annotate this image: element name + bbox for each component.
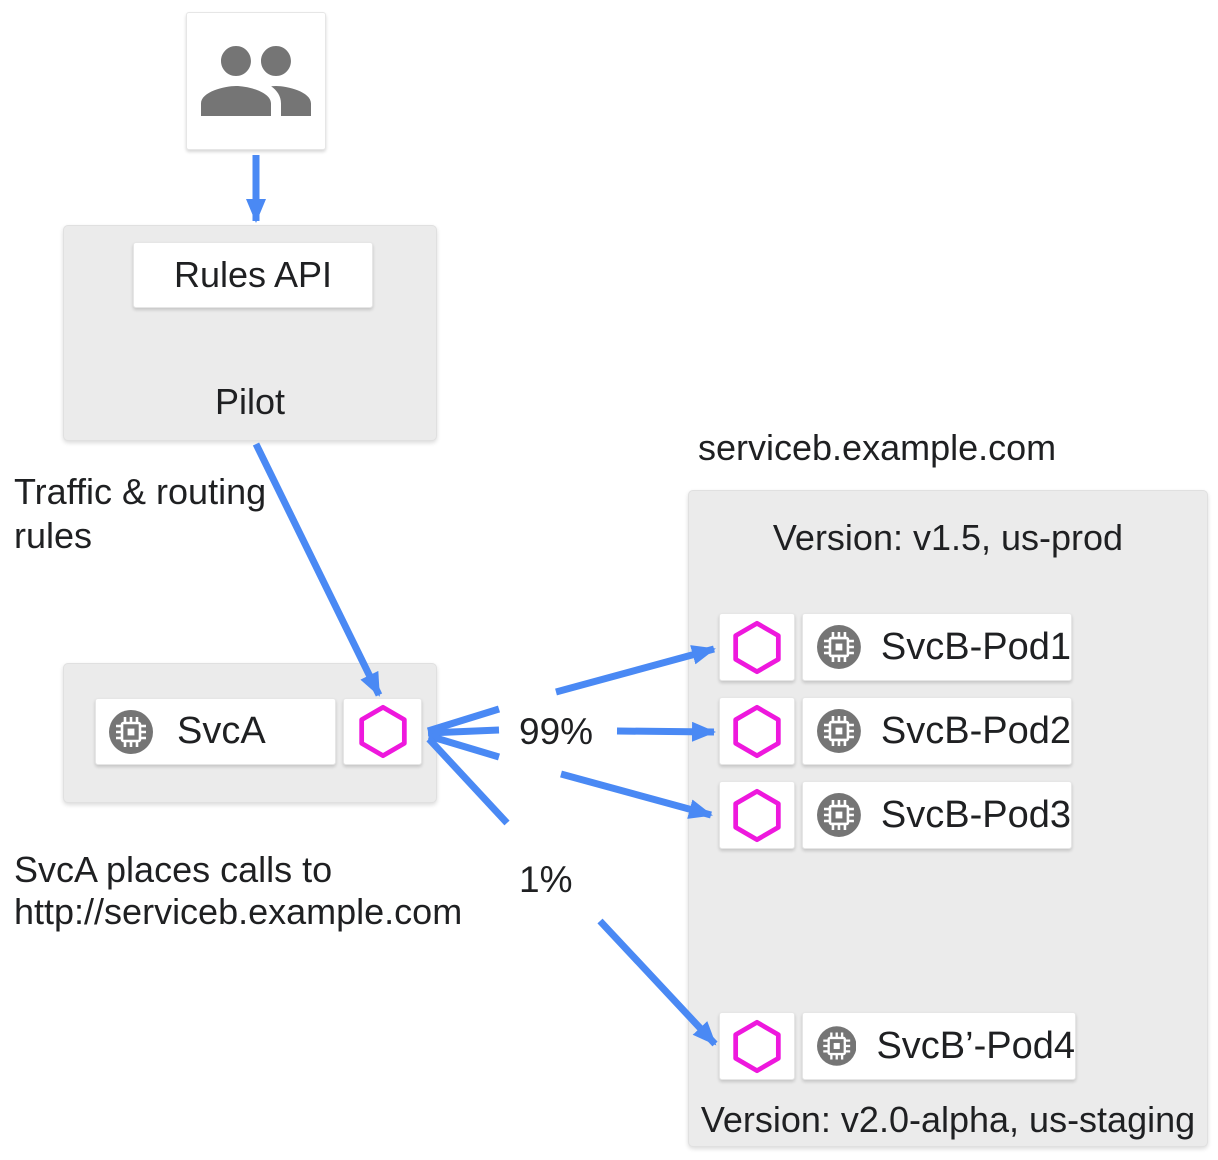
pod1-box: SvcB-Pod1 <box>802 613 1072 681</box>
pod3-label: SvcB-Pod3 <box>880 793 1071 836</box>
svca-label: SvcA <box>177 710 266 752</box>
traffic-rules-line2: rules <box>14 515 93 556</box>
users-box <box>186 12 326 150</box>
svca-proxy-box <box>343 698 422 765</box>
pod4-label: SvcB’-Pod4 <box>876 1024 1075 1067</box>
svca-calls-line2: http://serviceb.example.com <box>14 891 463 932</box>
pod4-proxy-box <box>719 1012 795 1080</box>
pod-row-svcb-pod4: SvcB’-Pod4 <box>719 1012 1076 1080</box>
pod3-proxy-box <box>719 781 795 849</box>
pod4-box: SvcB’-Pod4 <box>802 1012 1076 1080</box>
workload-chip-icon <box>817 709 861 753</box>
arrow-proxy-to-pod2-a <box>427 726 500 737</box>
workload-chip-icon <box>109 709 153 754</box>
staging-version-label: Version: v2.0-alpha, us-staging <box>700 1099 1196 1140</box>
svca-box: SvcA <box>95 698 336 765</box>
proxy-hexagon-icon <box>733 788 781 842</box>
workload-chip-icon <box>817 1026 857 1066</box>
proxy-hexagon-icon <box>733 620 781 674</box>
prod-version-label: Version: v1.5, us-prod <box>772 517 1124 558</box>
arrow-pilot-to-proxy <box>252 442 383 697</box>
rules-api-label: Rules API <box>173 254 333 295</box>
pod-row-svcb-pod2: SvcB-Pod2 <box>719 697 1072 765</box>
workload-chip-icon <box>817 793 861 837</box>
svca-calls-line1: SvcA places calls to <box>14 849 333 890</box>
users-icon <box>201 46 311 116</box>
arrow-proxy-to-pod4-a <box>426 736 510 826</box>
workload-chip-icon <box>817 625 861 669</box>
pod3-box: SvcB-Pod3 <box>802 781 1072 849</box>
weight-minor-label: 1% <box>519 859 573 900</box>
serviceb-hostname: serviceb.example.com <box>698 427 1057 468</box>
pod2-label: SvcB-Pod2 <box>880 709 1071 752</box>
pod1-proxy-box <box>719 613 795 681</box>
pod2-box: SvcB-Pod2 <box>802 697 1072 765</box>
proxy-hexagon-icon <box>733 704 781 758</box>
arrow-proxy-to-pod1-a <box>426 705 501 735</box>
proxy-hexagon-icon <box>358 704 407 759</box>
svca-calls-note: SvcA places calls to http://serviceb.exa… <box>14 849 462 933</box>
pilot-label: Pilot <box>214 381 286 422</box>
arrow-proxy-to-pod3-a <box>427 732 501 761</box>
traffic-rules-line1: Traffic & routing <box>14 471 267 512</box>
pod-row-svcb-pod3: SvcB-Pod3 <box>719 781 1072 849</box>
proxy-hexagon-icon <box>733 1019 781 1073</box>
traffic-rules-note: Traffic & routing rules <box>14 470 266 558</box>
weight-major-label: 99% <box>519 711 594 752</box>
pod1-label: SvcB-Pod1 <box>880 625 1071 668</box>
rules-api-box: Rules API <box>133 242 373 308</box>
pod2-proxy-box <box>719 697 795 765</box>
pod-row-svcb-pod1: SvcB-Pod1 <box>719 613 1072 681</box>
